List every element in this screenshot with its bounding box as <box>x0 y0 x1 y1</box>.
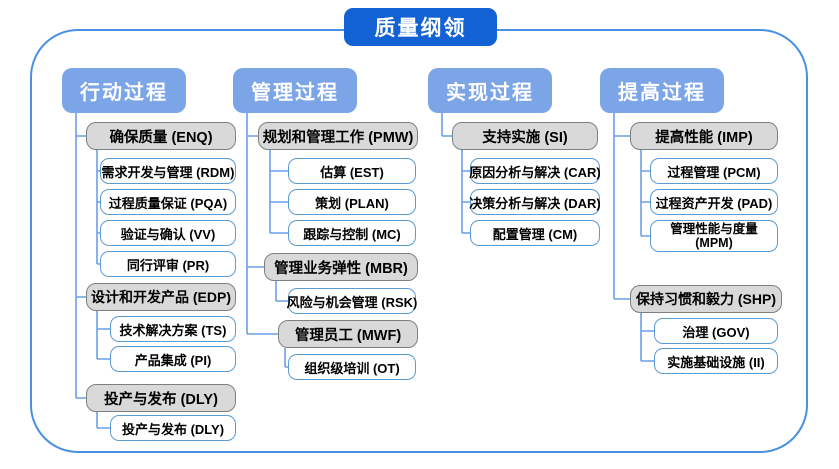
node-pad: 过程资产开发 (PAD) <box>650 189 778 215</box>
node-mc: 跟踪与控制 (MC) <box>288 220 416 246</box>
node-mwf: 管理员工 (MWF) <box>278 320 418 348</box>
node-mpm: 管理性能与度量 (MPM) <box>650 220 778 252</box>
node-ot: 组织级培训 (OT) <box>288 354 416 380</box>
column-header-improvement-process: 提高过程 <box>600 68 724 113</box>
column-header-action-process: 行动过程 <box>62 68 186 113</box>
node-edp: 设计和开发产品 (EDP) <box>86 283 236 311</box>
node-dly: 投产与发布 (DLY) <box>110 415 236 441</box>
node-ts: 技术解决方案 (TS) <box>110 316 236 342</box>
node-vv: 验证与确认 (VV) <box>100 220 236 246</box>
node-enq: 确保质量 (ENQ) <box>86 122 236 150</box>
node-pqa: 过程质量保证 (PQA) <box>100 189 236 215</box>
node-est: 估算 (EST) <box>288 158 416 184</box>
node-car: 原因分析与解决 (CAR) <box>469 158 601 184</box>
node-shp: 保持习惯和毅力 (SHP) <box>630 285 782 313</box>
node-pmw: 规划和管理工作 (PMW) <box>258 122 418 150</box>
node-gov: 治理 (GOV) <box>654 318 778 344</box>
node-ii: 实施基础设施 (II) <box>654 348 778 374</box>
node-rsk: 风险与机会管理 (RSK) <box>287 288 417 314</box>
node-si: 支持实施 (SI) <box>452 122 598 150</box>
node-pi: 产品集成 (PI) <box>110 346 236 372</box>
diagram-title: 质量纲领 <box>344 8 497 46</box>
node-rdm: 需求开发与管理 (RDM) <box>100 158 236 184</box>
column-header-management-process: 管理过程 <box>233 68 357 113</box>
node-pr: 同行评审 (PR) <box>100 251 236 277</box>
node-pcm: 过程管理 (PCM) <box>650 158 778 184</box>
node-plan: 策划 (PLAN) <box>288 189 416 215</box>
node-dar: 决策分析与解决 (DAR) <box>469 189 601 215</box>
node-imp: 提高性能 (IMP) <box>630 122 778 150</box>
node-dly-group: 投产与发布 (DLY) <box>86 384 236 412</box>
node-mbr: 管理业务弹性 (MBR) <box>264 253 418 281</box>
column-header-implementation-process: 实现过程 <box>428 68 552 113</box>
node-cm: 配置管理 (CM) <box>470 220 600 246</box>
